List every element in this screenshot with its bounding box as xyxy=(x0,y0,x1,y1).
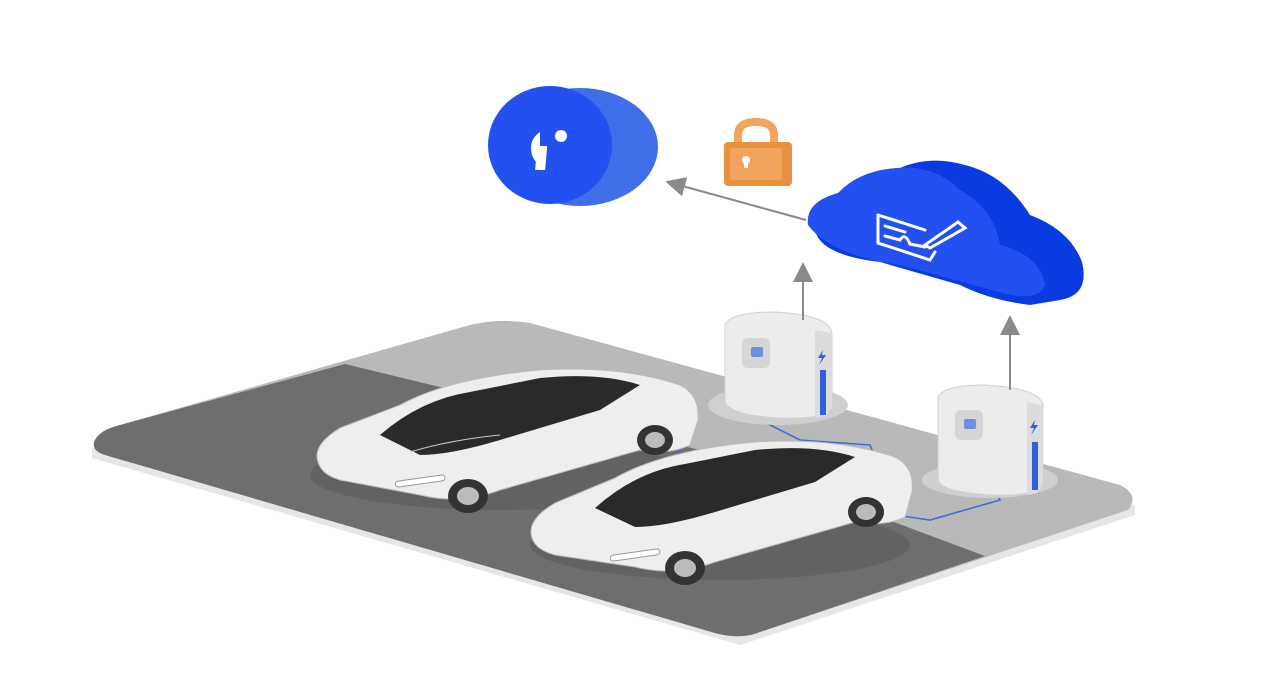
charge-level-bar xyxy=(820,370,826,415)
document-cloud xyxy=(807,160,1084,305)
charging-station-1 xyxy=(708,311,848,425)
car-windows xyxy=(380,376,640,455)
lightning-bolt-icon xyxy=(818,350,826,365)
electric-car-2 xyxy=(530,440,913,585)
info-cloud xyxy=(488,86,658,206)
padlock-icon xyxy=(724,117,792,186)
arrow-cloud-to-info xyxy=(665,177,807,221)
car-windows xyxy=(595,448,855,527)
document-signature-icon xyxy=(876,213,968,262)
lightning-bolt-icon xyxy=(1030,420,1038,435)
data-flow-arrows xyxy=(665,177,1020,390)
charging-station-2 xyxy=(922,384,1058,498)
info-icon xyxy=(531,130,567,170)
charge-level-bar xyxy=(1032,442,1038,490)
electric-car-1 xyxy=(310,368,699,513)
